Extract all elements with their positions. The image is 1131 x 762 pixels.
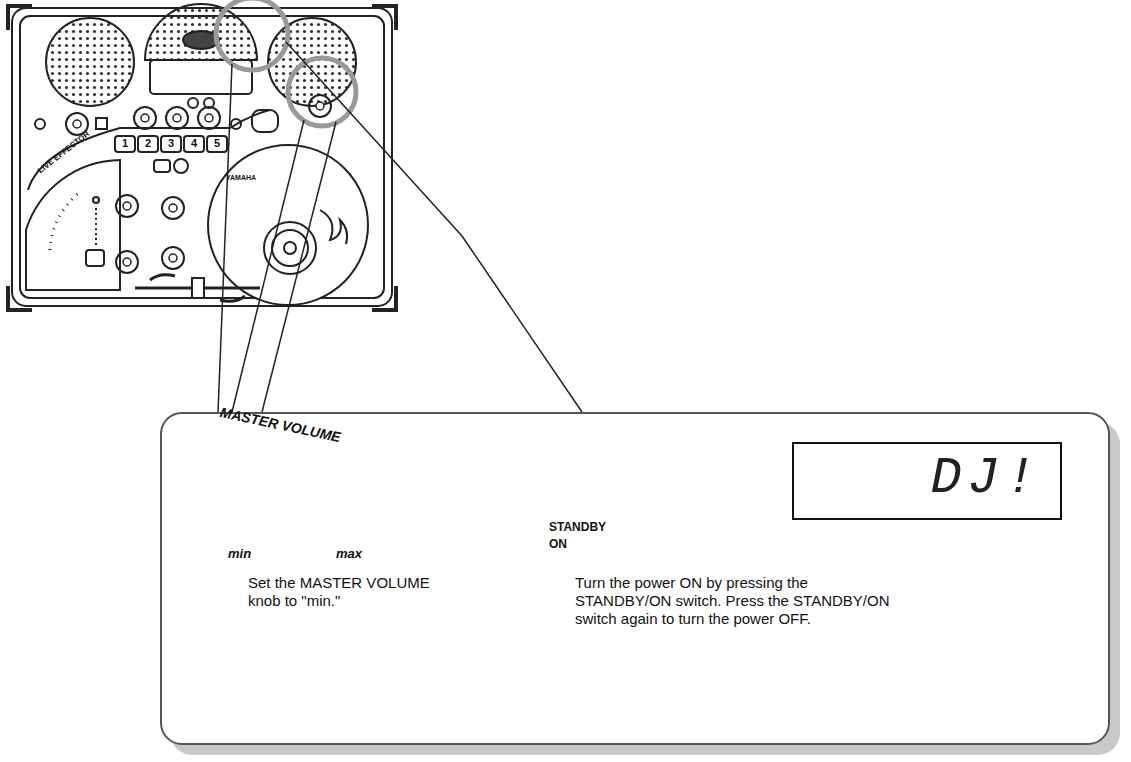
callout-panel: Set the MASTER VOLUME knob to "min." Turn… bbox=[160, 412, 1110, 745]
switch-label: STANDBY bbox=[549, 520, 606, 534]
button-number: 4 bbox=[184, 137, 204, 150]
switch-label: ON bbox=[549, 537, 567, 551]
button-number: 5 bbox=[207, 137, 227, 150]
button-number: 3 bbox=[161, 137, 181, 150]
brand-text: YAMAHA bbox=[226, 174, 256, 182]
scale-min: min bbox=[228, 546, 251, 562]
display-readout: DJ! bbox=[930, 448, 1042, 510]
button-number: 2 bbox=[138, 137, 158, 150]
button-number: 1 bbox=[115, 137, 135, 150]
display-window: DJ! bbox=[792, 442, 1062, 520]
device-body bbox=[8, 4, 396, 310]
leader-line bbox=[218, 42, 582, 412]
knob-tick-fill bbox=[73, 102, 324, 266]
highlight-circle bbox=[216, 0, 356, 126]
step-caption: Turn the power ON by pressing the STANDB… bbox=[575, 574, 905, 628]
step-caption: Set the MASTER VOLUME knob to "min." bbox=[248, 574, 458, 610]
scale-max: max bbox=[336, 546, 362, 562]
